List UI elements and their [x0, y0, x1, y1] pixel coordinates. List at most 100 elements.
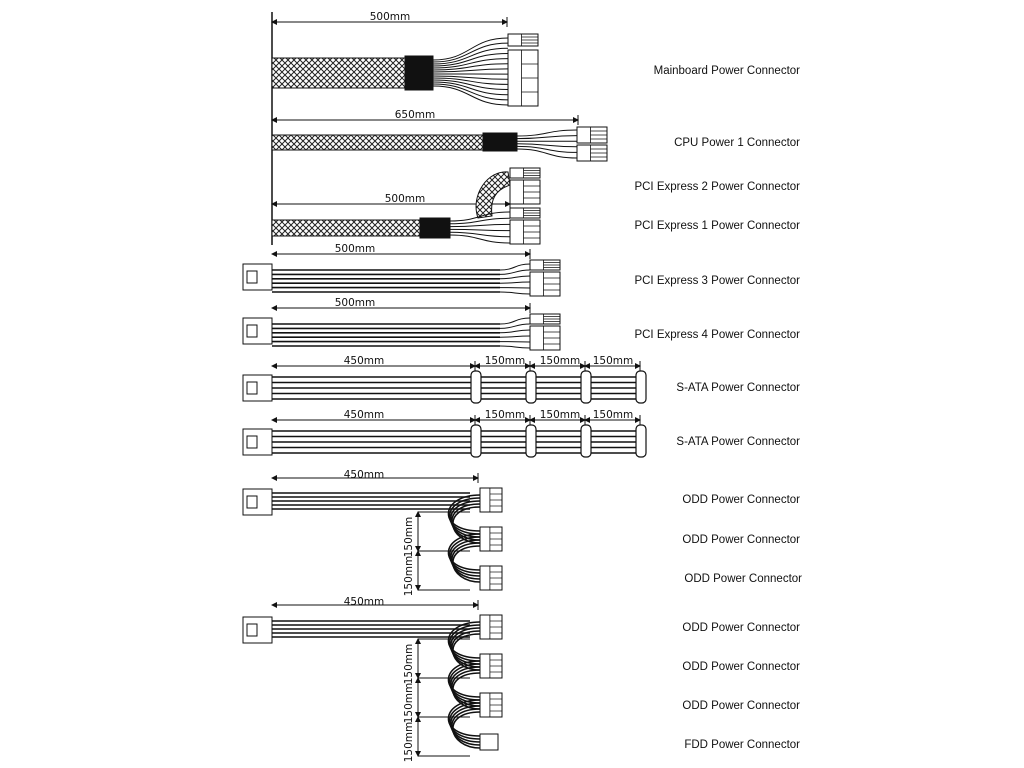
- braided-sleeve: [271, 57, 406, 89]
- wire: [499, 263, 531, 271]
- dimension-label: 150mm: [485, 355, 526, 367]
- wire: [516, 145, 578, 153]
- wire: [432, 83, 509, 101]
- wire: [452, 711, 481, 749]
- dimension-label: 500mm: [335, 243, 376, 255]
- heat-shrink: [419, 217, 451, 239]
- psu-side-connector-latch: [246, 381, 258, 395]
- dimension-label: 450mm: [344, 355, 385, 367]
- sata-connector: [635, 370, 647, 404]
- dimension-label: 150mm: [403, 683, 415, 724]
- wire: [447, 699, 481, 737]
- wire: [452, 633, 481, 671]
- wire: [447, 494, 481, 532]
- heat-shrink: [404, 55, 434, 91]
- connector-label-pcie2: PCI Express 2 Power Connector: [634, 181, 800, 193]
- connector-label-odd: ODD Power Connector: [682, 494, 800, 506]
- connector-label-odd: ODD Power Connector: [682, 534, 800, 546]
- connector-label-pcie3: PCI Express 3 Power Connector: [634, 275, 800, 287]
- wire: [450, 666, 481, 704]
- wire: [499, 317, 531, 325]
- psu-side-connector-latch: [246, 324, 258, 338]
- connector-label-cpu: CPU Power 1 Connector: [674, 137, 800, 149]
- wire: [499, 275, 531, 280]
- connector-label-odd: ODD Power Connector: [682, 700, 800, 712]
- dimension-label: 150mm: [540, 355, 581, 367]
- connector-label-sata2: S-ATA Power Connector: [676, 436, 800, 448]
- wire: [432, 68, 509, 73]
- dimension-label: 150mm: [403, 722, 415, 763]
- wire: [449, 536, 481, 574]
- wire: [449, 234, 511, 244]
- wire: [516, 135, 578, 140]
- dimension-label: 650mm: [395, 109, 436, 121]
- wire: [432, 75, 509, 80]
- wire: [450, 500, 481, 538]
- dimension-label: 150mm: [485, 409, 526, 421]
- wire: [432, 85, 509, 106]
- wire: [451, 669, 481, 707]
- dimension-label: 500mm: [370, 11, 411, 23]
- wire: [450, 539, 481, 577]
- wire: [447, 533, 481, 571]
- dimension-label: 150mm: [403, 517, 415, 558]
- wire: [452, 545, 481, 583]
- connector-label-pcie1: PCI Express 1 Power Connector: [634, 220, 800, 232]
- dimension-label: 450mm: [344, 409, 385, 421]
- wire: [499, 323, 531, 329]
- wire: [452, 672, 481, 710]
- dimension-label: 150mm: [403, 556, 415, 597]
- wire: [432, 58, 509, 69]
- connector-label-pcie4: PCI Express 4 Power Connector: [634, 329, 800, 341]
- wire: [449, 624, 481, 662]
- wire: [516, 148, 578, 159]
- dimension-label: 150mm: [403, 644, 415, 685]
- connector-label-odd: ODD Power Connector: [682, 622, 800, 634]
- wire: [452, 506, 481, 544]
- wire: [449, 497, 481, 535]
- wire: [451, 542, 481, 580]
- wire: [499, 281, 531, 284]
- dimension-label: 450mm: [344, 469, 385, 481]
- wire: [516, 143, 578, 148]
- wire: [432, 77, 509, 85]
- wire: [432, 37, 509, 61]
- heat-shrink: [482, 132, 518, 152]
- psu-side-connector-latch: [246, 270, 258, 284]
- wire: [499, 291, 531, 295]
- wire: [447, 621, 481, 659]
- sata-connector: [580, 424, 592, 458]
- sata-connector: [525, 424, 537, 458]
- wire: [449, 223, 511, 228]
- connector-label-mainboard: Mainboard Power Connector: [654, 65, 801, 77]
- wire: [451, 708, 481, 746]
- connector-label-fdd: FDD Power Connector: [684, 739, 800, 751]
- wire: [432, 42, 509, 63]
- connector-label-odd: ODD Power Connector: [684, 573, 802, 585]
- dimension-label: 450mm: [344, 596, 385, 608]
- wire: [451, 503, 481, 541]
- braided-sleeve: [271, 134, 484, 151]
- braided-sleeve: [475, 171, 511, 219]
- dimension-label: 150mm: [540, 409, 581, 421]
- wire: [432, 81, 509, 96]
- dimension-label: 500mm: [335, 297, 376, 309]
- braided-sleeve: [271, 219, 421, 237]
- wire: [432, 47, 509, 65]
- wire: [449, 211, 511, 222]
- sata-connector: [635, 424, 647, 458]
- sata-connector: [580, 370, 592, 404]
- wire: [499, 329, 531, 334]
- wire: [451, 630, 481, 668]
- wire: [499, 345, 531, 349]
- dimension-label: 500mm: [385, 193, 426, 205]
- psu-side-connector-latch: [246, 435, 258, 449]
- dimension-label: 150mm: [593, 355, 634, 367]
- wire: [449, 217, 511, 225]
- wire: [449, 231, 511, 238]
- wire: [432, 63, 509, 71]
- wire: [450, 627, 481, 665]
- sata-connector: [470, 370, 482, 404]
- wire: [449, 663, 481, 701]
